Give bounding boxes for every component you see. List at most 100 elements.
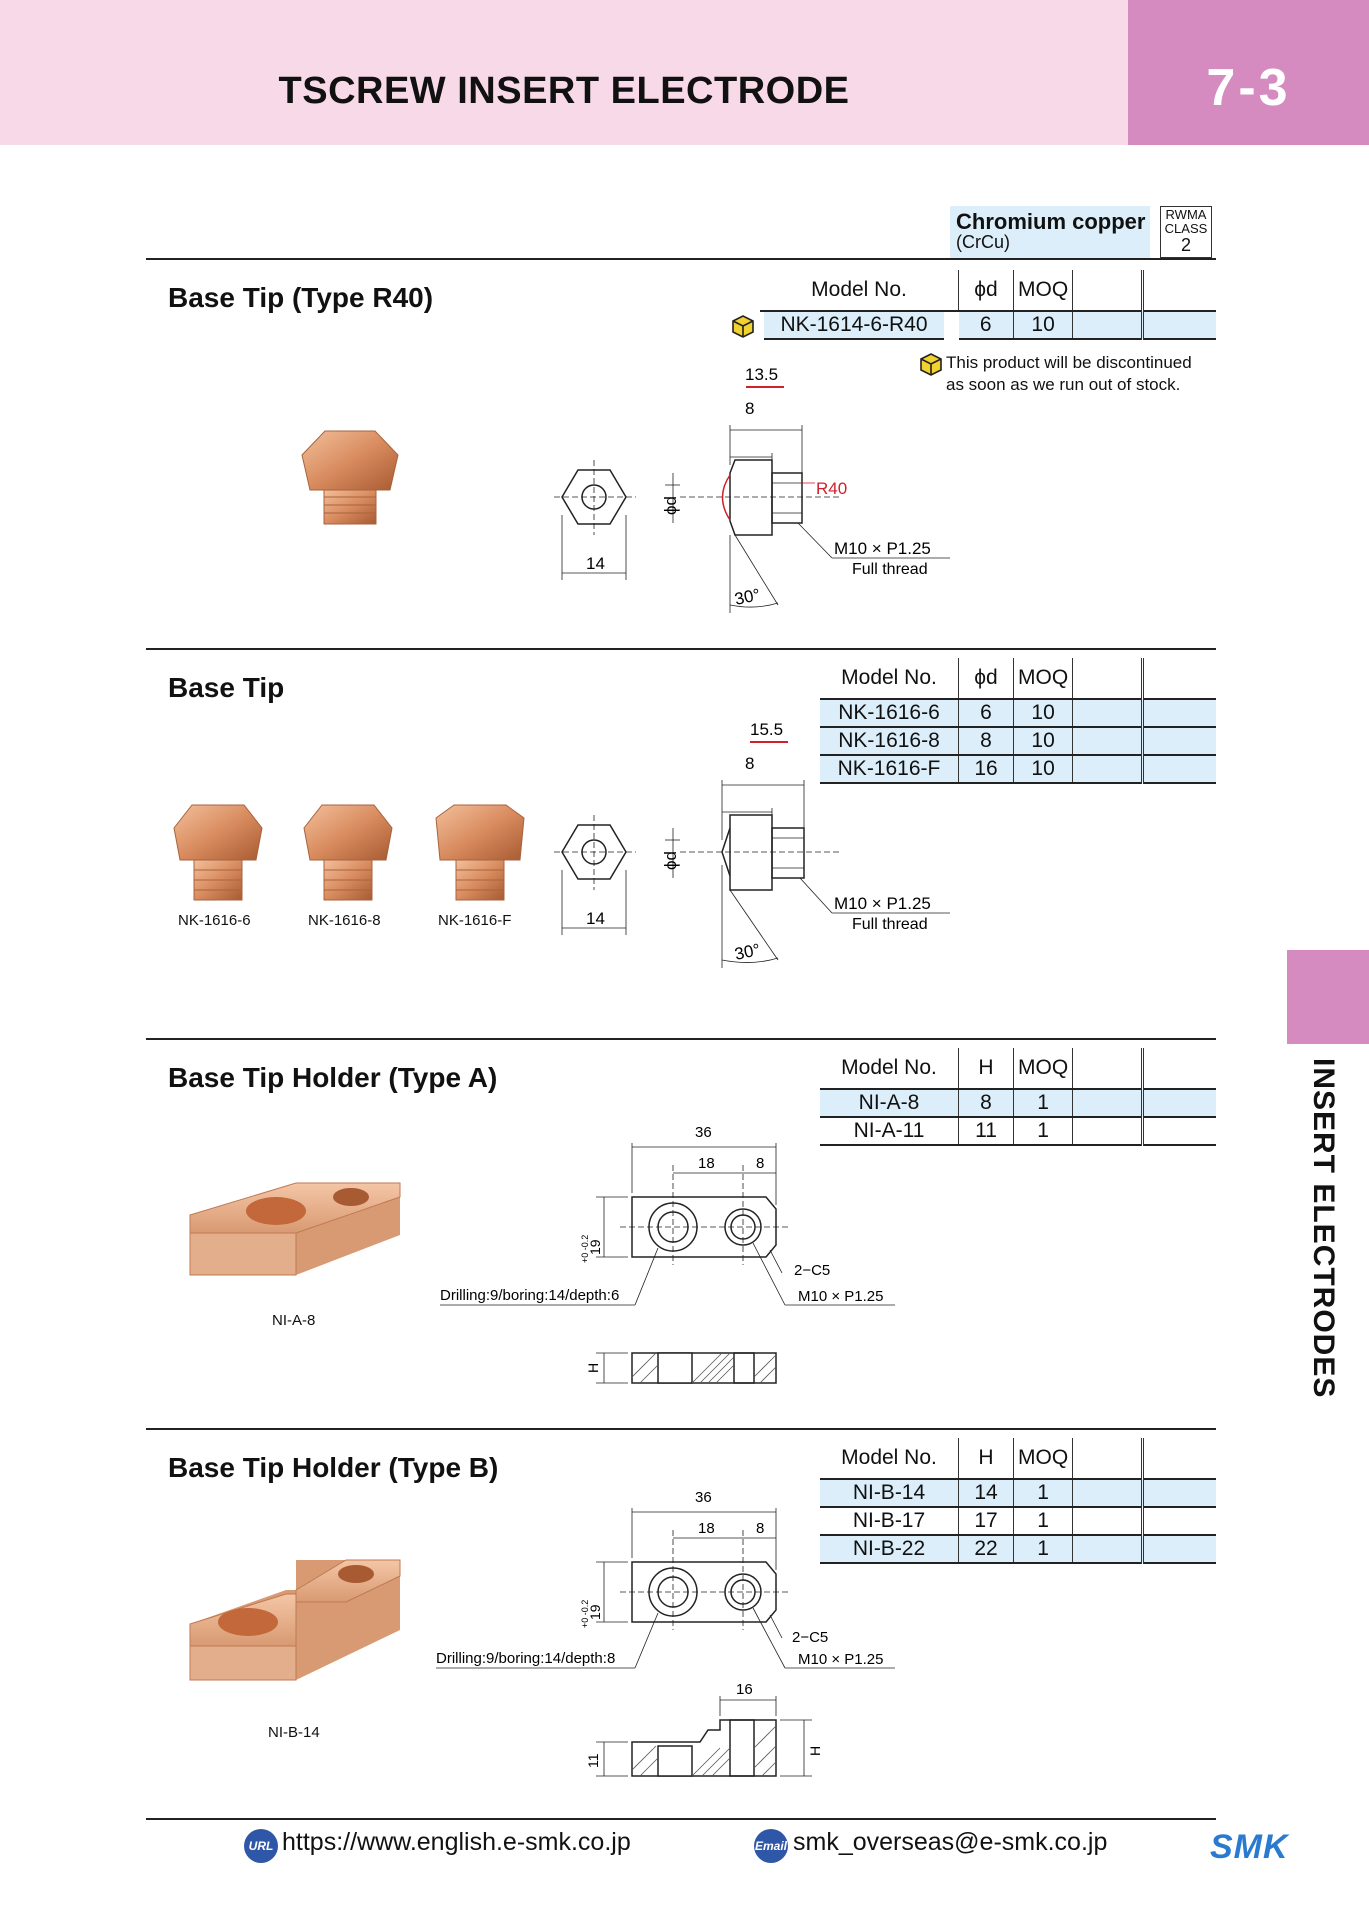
tip-side-view (729, 459, 773, 536)
discontinued-note-line1: This product will be discontinued (946, 353, 1192, 372)
section-title-base-tip: Base Tip (168, 672, 285, 703)
dim-length: 36 (695, 1489, 712, 1506)
table-cell: 1 (1013, 1507, 1074, 1536)
table-cell: 10 (1013, 755, 1074, 784)
table-cell: 16 (958, 755, 1014, 784)
table-cell: 10 (1013, 727, 1074, 756)
dim-hex: 14 (586, 554, 605, 573)
table-cell: 1 (1013, 1535, 1074, 1564)
drawing-base-tip: 15.5 8 M10 × P1.25 Full thread 14 30° ϕd (554, 720, 950, 968)
table-cell: 10 (1013, 699, 1074, 728)
url-icon: URL (244, 1829, 278, 1863)
dim-radius: R40 (816, 479, 847, 498)
table-cell: 6 (958, 311, 1014, 340)
table-cell: NI-B-14 (820, 1479, 959, 1508)
table-cell: 14 (958, 1479, 1014, 1508)
table-cell: 10 (1013, 311, 1074, 340)
discontinued-box-icon (732, 315, 754, 338)
table-row: NI-B-17 17 1 (820, 1507, 1216, 1536)
rwma-label: RWMA (1165, 207, 1207, 222)
discontinued-box-icon (920, 353, 942, 376)
email-icon: Email (754, 1829, 788, 1863)
col-header: MOQ (1013, 1048, 1074, 1090)
thread-note: Full thread (852, 916, 928, 933)
col-header: H (958, 1048, 1014, 1090)
section-divider (146, 258, 1216, 260)
product-photo-ni-a-8 (189, 1182, 401, 1276)
dim-d2: 8 (756, 1520, 764, 1537)
table-cell: 6 (958, 699, 1014, 728)
table-cell: 8 (958, 727, 1014, 756)
table-cell: NK-1616-6 (820, 699, 959, 728)
material-code: (CrCu) (956, 232, 1010, 252)
dim-length: 36 (695, 1124, 712, 1141)
dim-step: 16 (736, 1681, 753, 1698)
table-cell: NI-A-8 (820, 1089, 959, 1118)
drilling-spec: Drilling:9/boring:14/depth:6 (440, 1287, 619, 1304)
section-divider (146, 648, 1216, 650)
dim-width: 19 (587, 1604, 603, 1620)
dim-h: H (585, 1363, 601, 1373)
table-row: NI-B-14 14 1 (820, 1479, 1216, 1508)
photo-caption: NK-1616-F (438, 912, 512, 929)
section-title-holder-b: Base Tip Holder (Type B) (168, 1452, 499, 1483)
thread-spec: M10 × P1.25 (798, 1288, 883, 1305)
photo-caption: NK-1616-6 (178, 912, 251, 929)
header-band (0, 0, 1128, 145)
table-cell: 17 (958, 1507, 1014, 1536)
table-cell: NI-A-11 (820, 1117, 959, 1146)
dim-diameter: ϕd (661, 851, 680, 870)
table-cell: NI-B-22 (820, 1535, 959, 1564)
drawing-holder-a: 36 18 8 19 +0 -0.2 2−C5 M10 × P1.25 Dril… (440, 1124, 895, 1384)
table-cell: 22 (958, 1535, 1014, 1564)
drawing-r40: 13.5 8 R40 M10 × P1.25 Full thread 14 30… (554, 365, 950, 613)
table-cell: NK-1616-8 (820, 727, 959, 756)
dim-low: 11 (585, 1753, 601, 1768)
drawing-holder-b: 36 18 8 19 +0 -0.2 2−C5 M10 × P1.25 Dril… (436, 1489, 895, 1777)
footer-divider (146, 1818, 1216, 1820)
table-row: NK-1616-8 8 10 (820, 727, 1216, 756)
table-row: NK-1616-6 6 10 (820, 699, 1216, 728)
dim-d2: 8 (756, 1155, 764, 1172)
photo-caption: NK-1616-8 (308, 912, 381, 929)
thread-spec: M10 × P1.25 (834, 894, 931, 913)
material-badge (950, 206, 1150, 258)
product-photo-nk-1616-6 (173, 804, 263, 901)
col-header: ϕd (958, 658, 1014, 700)
section-divider (146, 1038, 1216, 1040)
side-tab (1287, 950, 1369, 1044)
dim-width: 19 (587, 1239, 603, 1255)
side-tab-label: INSERT ELECTRODES (1307, 1058, 1340, 1399)
col-header: Model No. (820, 1048, 959, 1090)
thread-note: Full thread (852, 561, 928, 578)
col-header: MOQ (1013, 1438, 1074, 1480)
table-cell: 1 (1013, 1479, 1074, 1508)
table-cell: 1 (1013, 1117, 1074, 1146)
dim-tolerance: +0 -0.2 (580, 1235, 590, 1263)
table-row: NK-1616-F 16 10 (820, 755, 1216, 784)
rwma-class-value: 2 (1180, 235, 1191, 255)
dim-total: 15.5 (750, 720, 783, 739)
dim-tolerance: +0 -0.2 (580, 1600, 590, 1628)
company-logo: SMK (1210, 1828, 1289, 1866)
col-header: ϕd (958, 270, 1014, 312)
thread-spec: M10 × P1.25 (834, 539, 931, 558)
table-row: NI-B-22 22 1 (820, 1535, 1216, 1564)
dim-head: 8 (745, 754, 754, 773)
product-photo-ni-b-14 (189, 1559, 401, 1681)
col-header: Model No. (820, 658, 959, 700)
photo-caption: NI-A-8 (272, 1312, 316, 1329)
dim-angle: 30° (733, 940, 762, 964)
website-link[interactable]: https://www.english.e-smk.co.jp (282, 1828, 631, 1856)
dim-total: 13.5 (745, 365, 778, 384)
thread-spec: M10 × P1.25 (798, 1651, 883, 1668)
product-photo-nk-1616-f (435, 804, 525, 901)
table-cell: 11 (958, 1117, 1014, 1146)
email-link[interactable]: smk_overseas@e-smk.co.jp (793, 1828, 1108, 1856)
chamfer-spec: 2−C5 (792, 1629, 828, 1646)
section-divider (146, 1428, 1216, 1430)
table-cell: NK-1616-F (820, 755, 959, 784)
spec-table-holder-b: Model No. H MOQ NI-B-14 14 1 NI-B-17 17 … (820, 1438, 1216, 1564)
chamfer-spec: 2−C5 (794, 1262, 830, 1279)
rwma-class-box: RWMA CLASS 2 (1160, 206, 1212, 258)
